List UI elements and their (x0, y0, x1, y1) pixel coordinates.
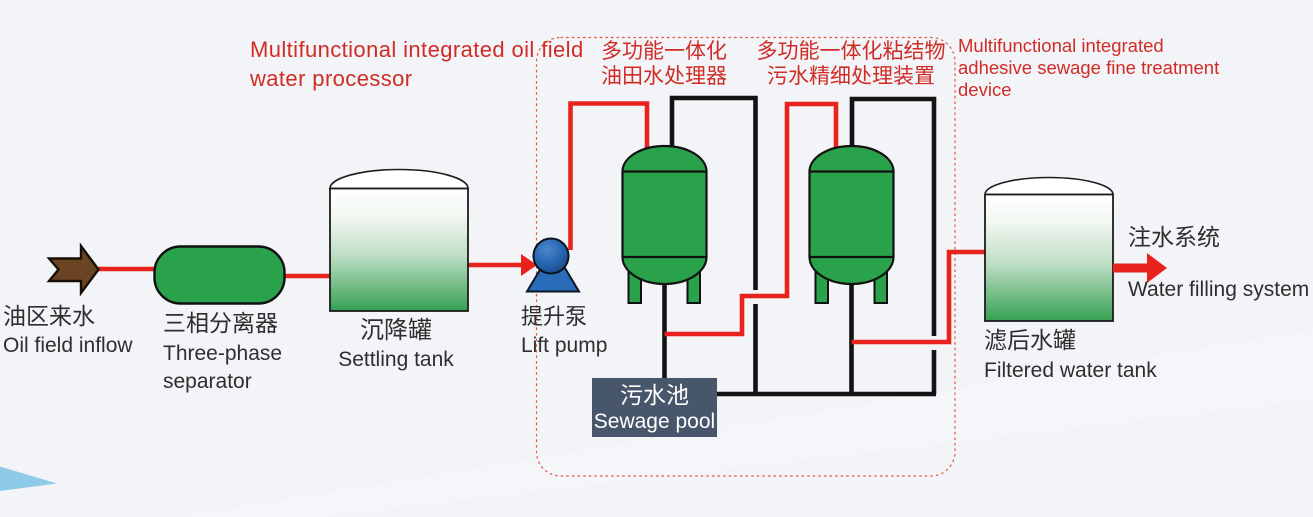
sewage-pool-label-zh: 污水池 (620, 382, 689, 408)
vessel1-header: 多功能一体化 油田水处理器 (574, 39, 754, 89)
settling-tank-body (329, 187, 469, 312)
lift-pump-label-en: Lift pump (521, 334, 608, 357)
water-filling-arrow-head (1147, 253, 1167, 283)
corner-accent-triangle (0, 466, 57, 491)
fine-treatment-device-title-line2: adhesive sewage fine treatment (958, 57, 1220, 78)
vessel-seam-lines (809, 170, 894, 259)
pipe-vessel1-to-vessel2 (664, 101, 839, 337)
lift-pump-label-zh: 提升泵 (521, 304, 588, 329)
pump-body-circle (532, 237, 570, 275)
vessel2-header-line2: 污水精细处理装置 (767, 65, 935, 88)
water-pipes (97, 101, 987, 345)
three-phase-separator-label-en1: Three-phase (163, 342, 283, 365)
sewage-pipes (662, 95, 937, 397)
settling-tank-label-en: Settling tank (338, 348, 454, 371)
processor-group-dashed-border (535, 36, 956, 477)
filtered-water-tank-label-zh: 滤后水罐 (984, 327, 1076, 353)
fine-treatment-device-title: Multifunctional integrated adhesive sewa… (958, 35, 1219, 101)
three-phase-separator-label-en2: separator (163, 370, 252, 393)
lift-pump-label: 提升泵 Lift pump (521, 301, 607, 359)
oil-field-inflow-label-en: Oil field inflow (3, 334, 133, 357)
oil-field-inflow-label: 油区来水 Oil field inflow (3, 301, 133, 359)
settling-tank-label-zh: 沉降罐 (360, 317, 432, 344)
water-filling-arrow-icon (1113, 253, 1167, 283)
settling-tank-label: 沉降罐 Settling tank (306, 315, 486, 373)
filtered-water-tank-body (984, 193, 1114, 322)
streak-band-1 (180, 330, 1313, 517)
vessel-seam-lines (622, 170, 707, 259)
oil-inflow-arrow-icon (46, 242, 100, 297)
processor-group-title-line1: Multifunctional integrated oil field (250, 37, 584, 62)
sewage-pool-box: 污水池 Sewage pool (592, 378, 717, 437)
streak-band-2 (430, 430, 1313, 517)
water-filling-arrow-shaft (1113, 263, 1147, 273)
vessel-shell (808, 144, 895, 286)
filtered-water-tank-shape (984, 176, 1114, 322)
settling-tank-shape (329, 168, 469, 312)
fine-treatment-device-title-line3: device (958, 79, 1012, 100)
water-filling-system-label-en: Water filling system (1128, 278, 1310, 301)
vessel2-header: 多功能一体化粘结物 污水精细处理装置 (756, 39, 946, 89)
pipe-pump-to-vessel1 (568, 101, 650, 250)
settling-tank-dome (329, 168, 469, 190)
fine-treatment-device-title-line1: Multifunctional integrated (958, 35, 1164, 56)
sewage-pool-label-en: Sewage pool (593, 410, 716, 433)
three-phase-separator-vessel (153, 245, 286, 305)
pump-inlet-arrowhead (521, 254, 537, 276)
oil-water-processor-vessel (621, 144, 708, 304)
pipe-vessel2-to-filtered-tank (851, 249, 987, 345)
lift-pump-icon (525, 237, 581, 293)
three-phase-separator-label-zh: 三相分离器 (163, 310, 278, 336)
vessel-shell (621, 144, 708, 286)
processor-group-title: Multifunctional integrated oil field wat… (250, 35, 584, 93)
filtered-water-tank-dome (984, 176, 1114, 196)
water-filling-system-label-zh-wrap: 注水系统 (1128, 222, 1220, 253)
sewage-fine-treatment-vessel (808, 144, 895, 304)
vessel1-header-line2: 油田水处理器 (601, 65, 727, 88)
water-filling-system-label-zh: 注水系统 (1128, 224, 1220, 250)
water-filling-system-label-en-wrap: Water filling system (1128, 276, 1309, 303)
vessel2-header-line1: 多功能一体化粘结物 (756, 40, 946, 63)
three-phase-separator-label: 三相分离器 Three-phase separator (163, 306, 282, 396)
filtered-water-tank-label-en: Filtered water tank (984, 359, 1157, 382)
oil-field-inflow-label-zh: 油区来水 (3, 303, 95, 329)
vessel1-header-line1: 多功能一体化 (601, 40, 727, 63)
processor-group-title-line2: water processor (250, 66, 413, 91)
filtered-water-tank-label: 滤后水罐 Filtered water tank (984, 323, 1157, 384)
